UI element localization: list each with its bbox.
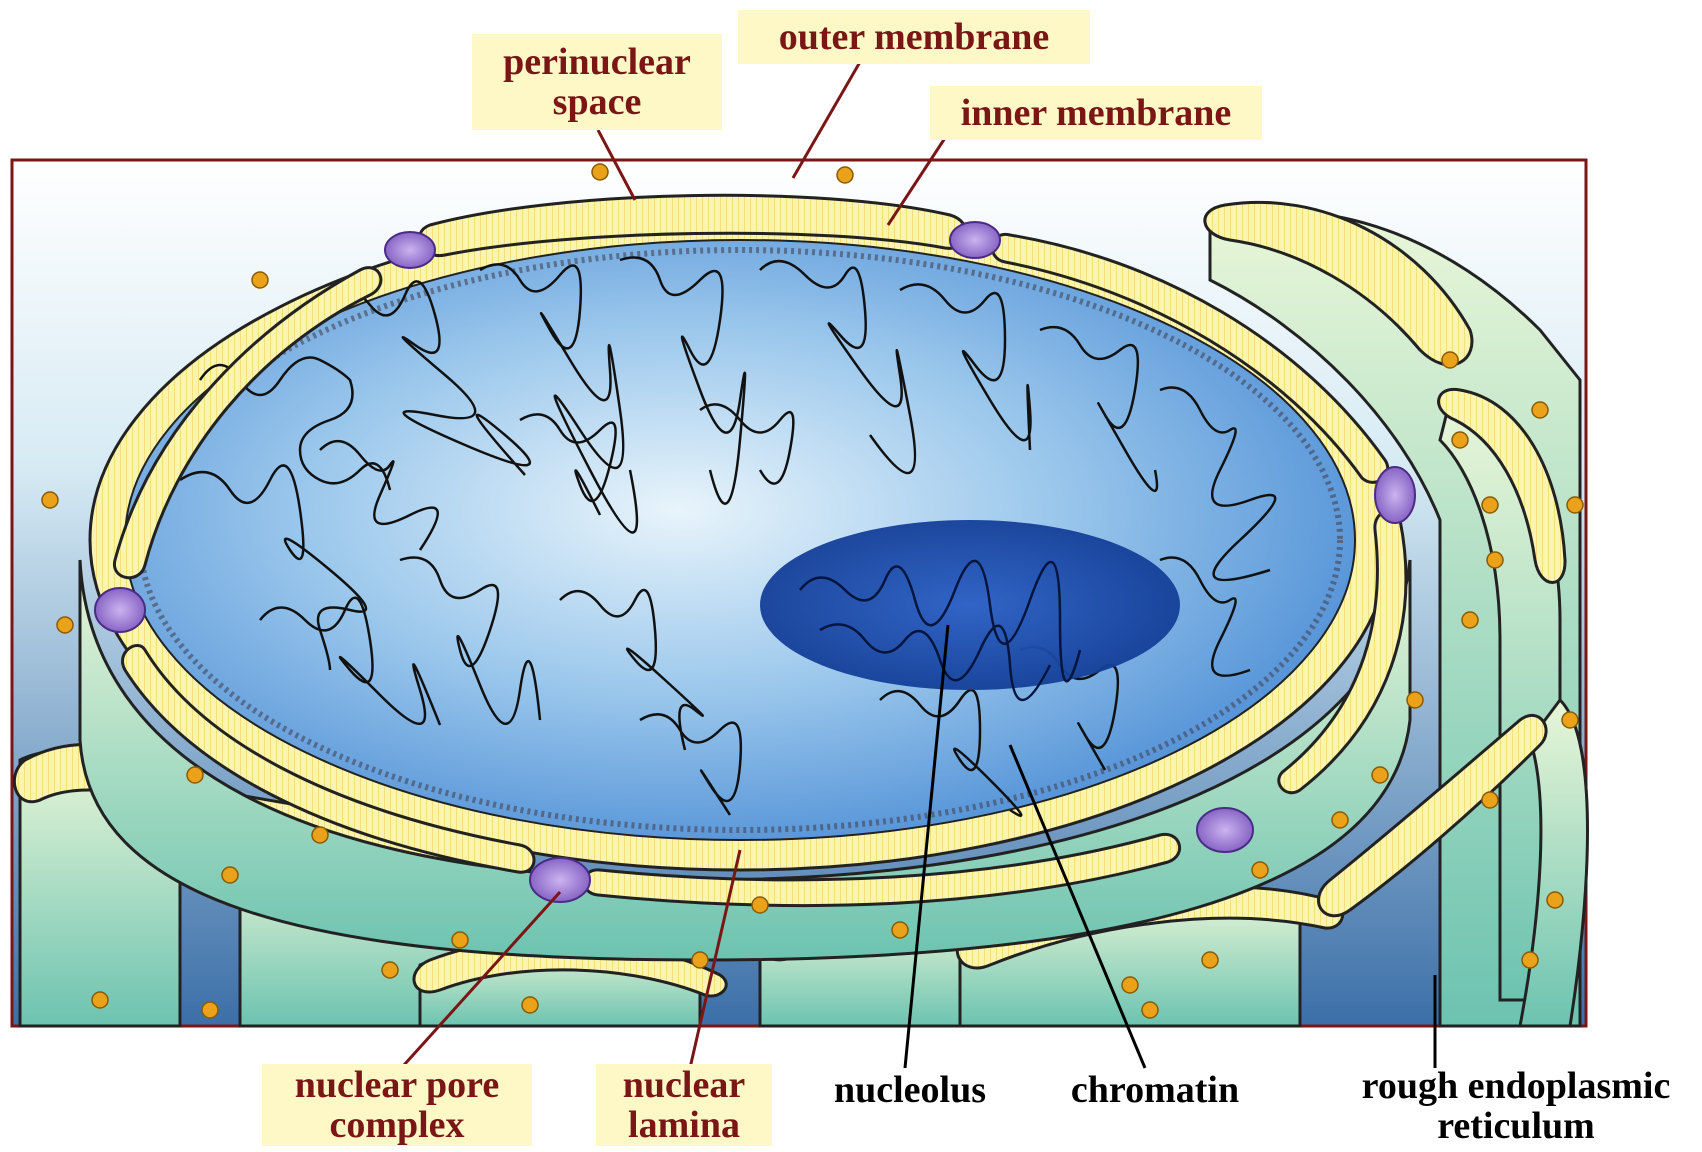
label-inner-membrane: inner membrane [930,86,1262,140]
leader-nuclear-lamina [690,850,740,1068]
label-perinuclear-space: perinuclear space [472,34,722,130]
leader-chromatin [1010,745,1145,1068]
label-chromatin: chromatin [1050,1068,1260,1112]
leader-nucleolus [905,625,948,1068]
label-nuclear-lamina: nuclear lamina [596,1064,772,1146]
leader-perinuclear-space [598,130,635,200]
label-outer-membrane: outer membrane [738,10,1090,64]
leader-inner-membrane [888,138,945,225]
label-nuclear-pore-complex: nuclear pore complex [262,1064,532,1146]
leader-nuclear-pore-complex [395,892,560,1075]
leader-outer-membrane [793,62,860,178]
label-nucleolus: nucleolus [815,1068,1005,1112]
label-rough-endoplasmic-reticulum: rough endoplasmic reticulum [1330,1066,1702,1146]
